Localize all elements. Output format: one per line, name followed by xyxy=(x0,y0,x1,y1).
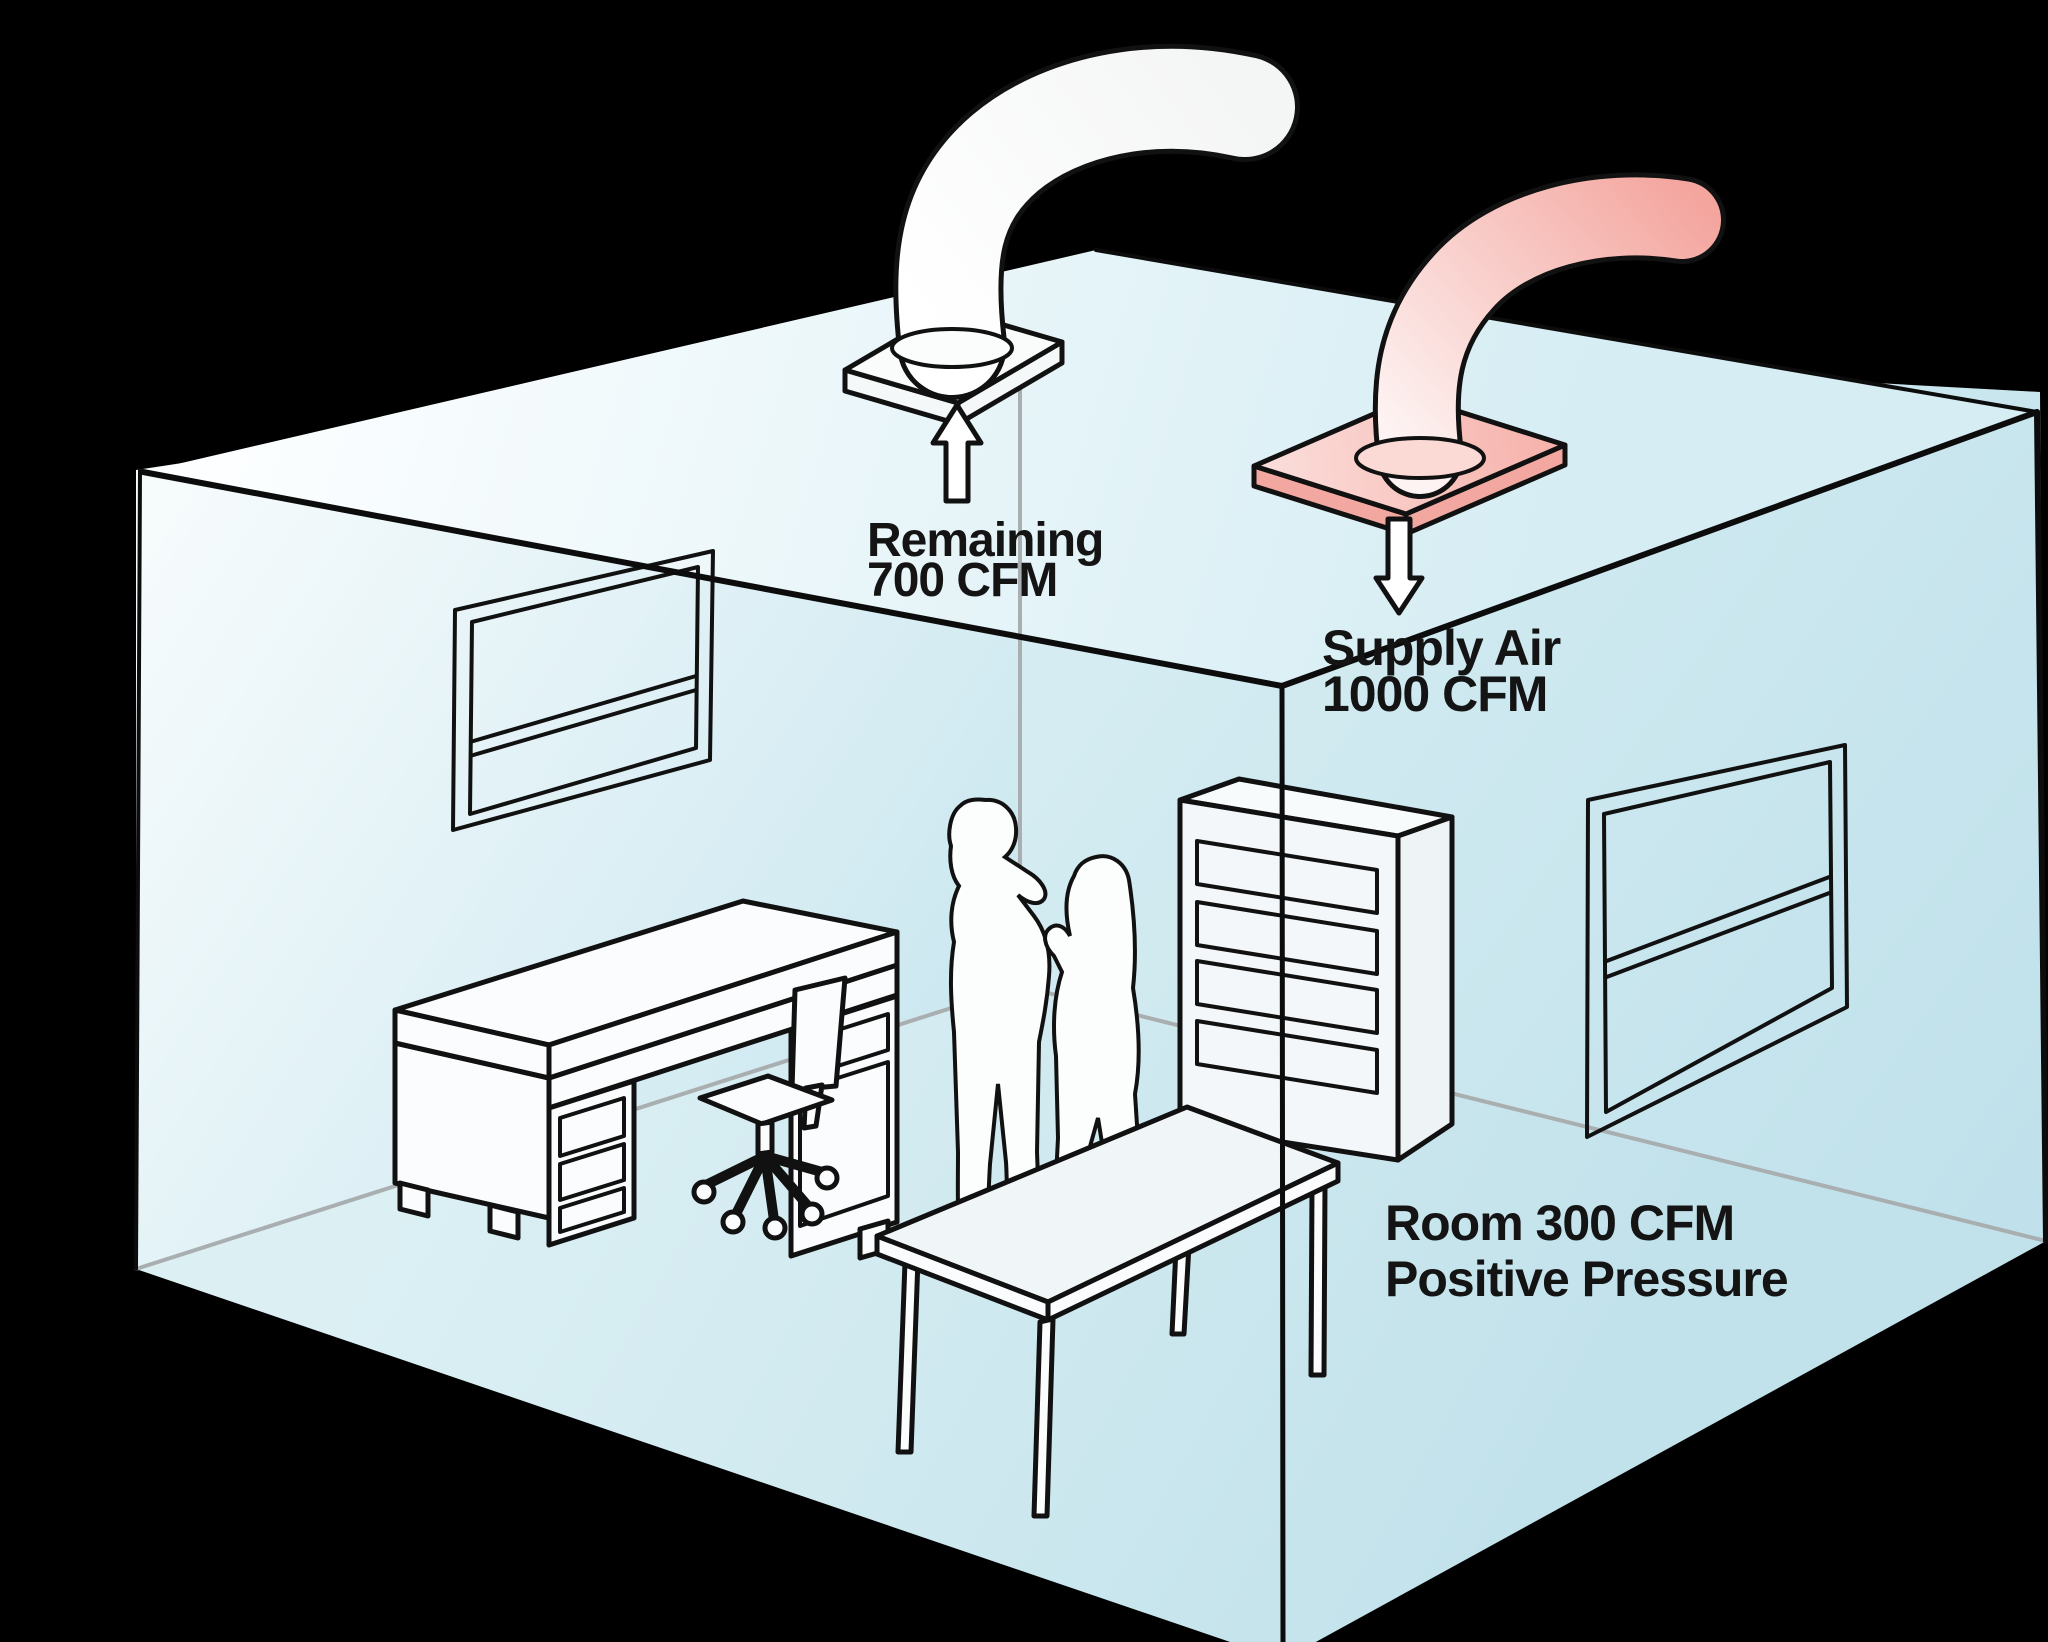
supply-label-line1: Supply Air xyxy=(1322,620,1561,676)
desk-top-edge xyxy=(546,929,900,1081)
shelf-side xyxy=(1395,814,1455,1163)
exhaust-label: Remaining 700 CFM xyxy=(867,514,1104,607)
desk-foot xyxy=(487,1202,521,1241)
desk-drawer xyxy=(558,1142,626,1202)
chair-seat xyxy=(697,1073,835,1127)
shelf-slot xyxy=(1195,900,1379,976)
shelf-slot xyxy=(1195,1019,1379,1095)
roof-back-edge xyxy=(1094,248,2039,414)
shelf-slot xyxy=(1195,959,1379,1035)
exhaust-label-line2: 700 CFM xyxy=(867,554,1057,607)
office-chair xyxy=(691,975,848,1241)
supply-duct xyxy=(1251,172,1726,537)
work-table xyxy=(874,1104,1341,1519)
exhaust-label-line1: Remaining xyxy=(867,514,1103,567)
supply-collar xyxy=(1354,436,1486,480)
room-front-edges xyxy=(134,409,2048,1642)
chair-base xyxy=(703,1151,827,1225)
desk-drawer xyxy=(558,1186,626,1234)
desk-side-panel-inset xyxy=(798,1060,890,1228)
down-arrow-icon xyxy=(1373,516,1425,616)
left-window xyxy=(451,549,715,832)
roof xyxy=(143,250,2037,686)
chair-casters xyxy=(691,1165,840,1241)
shelf-unit xyxy=(1177,776,1455,1163)
room-label-line2: Positive Pressure xyxy=(1385,1251,1788,1307)
up-arrow-icon xyxy=(930,402,984,504)
room-pressure-label: Room 300 CFM Positive Pressure xyxy=(1385,1195,1789,1307)
supply-label-line2: 1000 CFM xyxy=(1322,666,1547,722)
exhaust-duct xyxy=(842,43,1300,427)
exhaust-tube xyxy=(898,48,1295,395)
supply-label: Supply Air 1000 CFM xyxy=(1322,620,1562,722)
room-label-line1: Room 300 CFM xyxy=(1385,1195,1734,1251)
desk xyxy=(392,898,900,1261)
supply-tube xyxy=(1377,177,1721,494)
desk-drawer xyxy=(558,1096,626,1158)
shelf-slot xyxy=(1195,839,1379,915)
table-leg xyxy=(1308,1180,1328,1378)
exhaust-collar xyxy=(890,327,1014,369)
chair-column xyxy=(755,1119,775,1157)
table-leg xyxy=(1031,1316,1056,1519)
table-rim xyxy=(1045,1160,1341,1323)
chair-backrest xyxy=(789,975,848,1093)
right-window xyxy=(1585,743,1849,1139)
desk-foot xyxy=(397,1180,431,1219)
